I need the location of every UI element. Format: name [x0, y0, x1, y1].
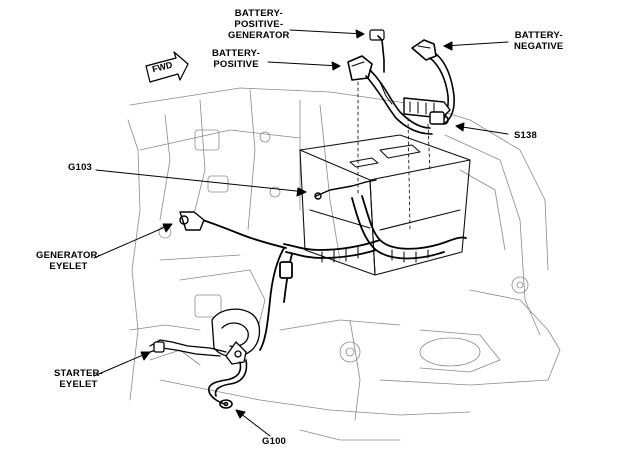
leader-arrows [93, 29, 509, 437]
positive-harness [195, 195, 467, 351]
label-battery-positive-generator: BATTERY- POSITIVE- GENERATOR [228, 8, 290, 41]
battery-positive-generator-cable [369, 29, 385, 73]
label-starter-eyelet: STARTER- EYELET [54, 368, 103, 390]
g103-ground [314, 179, 377, 200]
label-battery-negative: BATTERY- NEGATIVE [514, 30, 564, 52]
label-s138: S138 [514, 130, 537, 141]
vehicle-body-structure [127, 87, 561, 441]
starter [149, 308, 261, 365]
reference-lines [357, 81, 431, 231]
g100-ground-cable [208, 359, 248, 409]
label-battery-positive: BATTERY- POSITIVE [212, 48, 261, 70]
splice-s138 [403, 97, 451, 125]
forward-arrow-icon [145, 51, 189, 83]
label-g103: G103 [68, 162, 93, 173]
battery-positive-cable [347, 55, 433, 135]
label-g100: G100 [262, 436, 287, 447]
generator-eyelet [179, 211, 205, 231]
label-generator-eyelet: GENERATOR- EYELET [36, 250, 101, 272]
